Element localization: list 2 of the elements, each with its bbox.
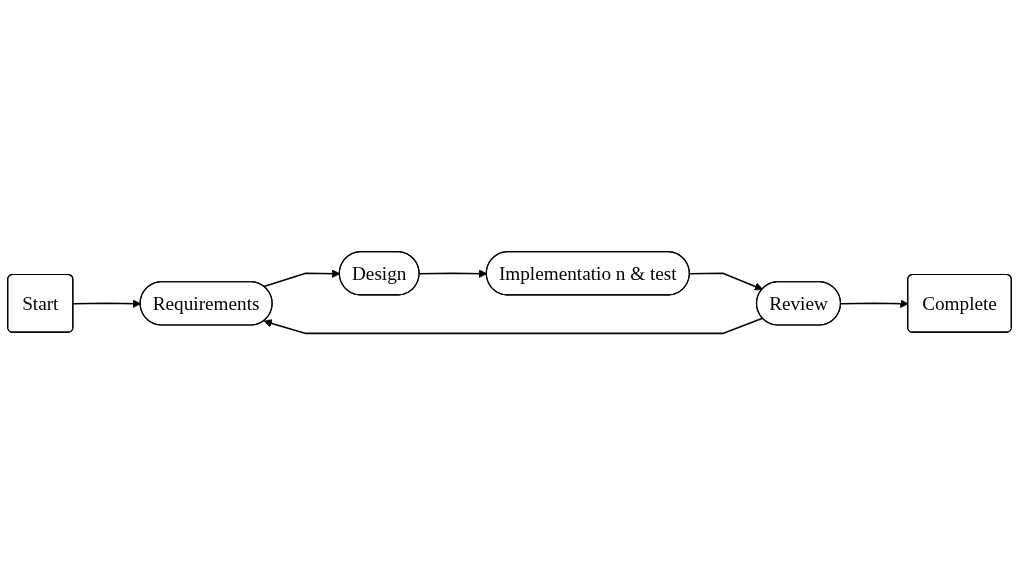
arrow [263, 318, 764, 335]
arrow [72, 299, 141, 309]
